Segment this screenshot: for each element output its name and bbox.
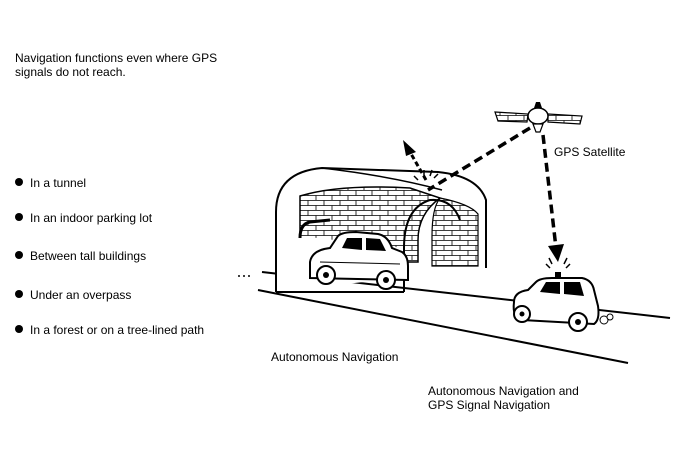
intro-text: Navigation functions even where GPS sign… xyxy=(15,51,218,79)
car-outside-tunnel xyxy=(512,257,614,332)
blocked-signal xyxy=(403,140,439,181)
gps-satellite-label: GPS Satellite xyxy=(554,145,626,159)
bullet-icon xyxy=(15,290,23,298)
bullet-icon xyxy=(15,251,23,259)
combined-navigation-label-line2: GPS Signal Navigation xyxy=(428,398,551,412)
bullet-icon xyxy=(15,325,23,333)
list-item: In a tunnel xyxy=(15,176,86,190)
list-item: In an indoor parking lot xyxy=(15,211,152,225)
combined-navigation-label-line1: Autonomous Navigation and xyxy=(428,384,579,398)
car-in-tunnel xyxy=(309,230,409,290)
autonomous-navigation-label: Autonomous Navigation xyxy=(271,350,399,364)
list-item: Between tall buildings xyxy=(15,249,146,263)
combined-navigation-label: Autonomous Navigation and GPS Signal Nav… xyxy=(428,384,628,412)
signal-lines xyxy=(427,126,564,262)
bullet-icon xyxy=(15,213,23,221)
list-item: In a forest or on a tree-lined path xyxy=(15,323,204,337)
bullet-icon xyxy=(15,178,23,186)
list-item: Under an overpass xyxy=(15,288,131,302)
satellite-icon xyxy=(494,102,583,133)
